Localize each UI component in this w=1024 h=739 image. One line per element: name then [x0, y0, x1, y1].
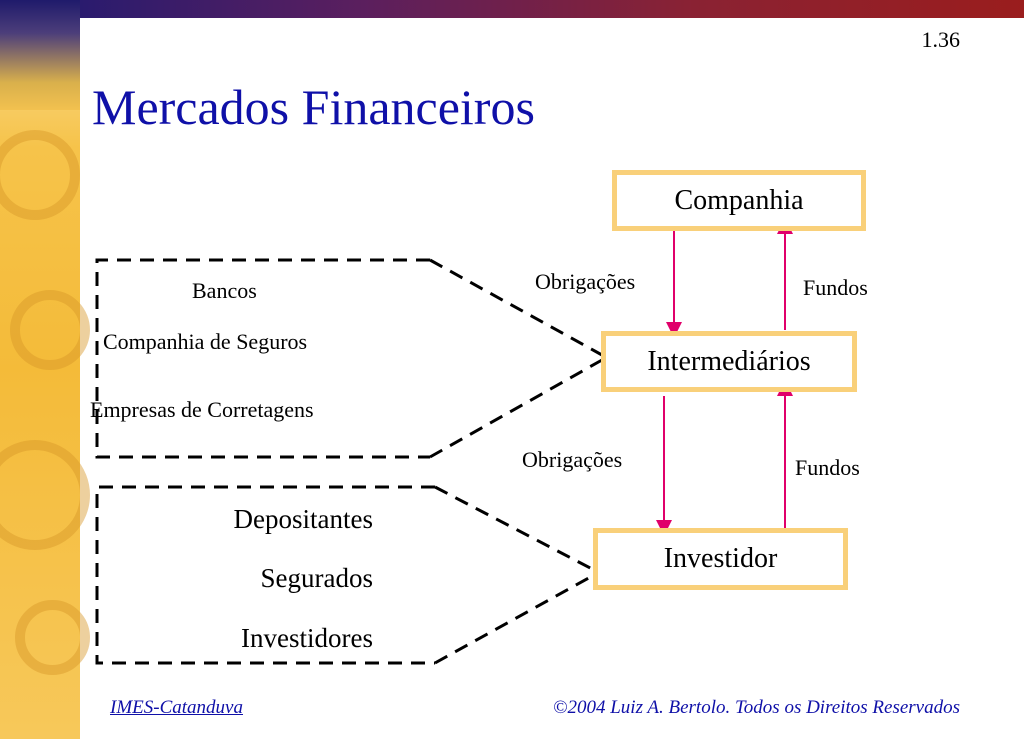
- footer-copyright: ©2004 Luiz A. Bertolo. Todos os Direitos…: [553, 697, 960, 718]
- slide-number: 1.36: [921, 27, 961, 52]
- node-intermediaries: Intermediários: [601, 331, 857, 392]
- node-company: Companhia: [612, 170, 866, 231]
- investors-connector-top: [434, 485, 595, 572]
- node-company-label: Companhia: [674, 184, 804, 216]
- label-obligations-upper: Obrigações: [535, 269, 636, 294]
- node-intermediaries-label: Intermediários: [647, 345, 811, 377]
- intermediary-type-item: Bancos: [192, 278, 257, 303]
- investor-type-item: Investidores: [241, 623, 373, 653]
- gear-icon: [0, 130, 80, 220]
- label-funds-lower: Fundos: [795, 455, 860, 480]
- gear-icon: [10, 290, 90, 370]
- investor-type-item: Segurados: [260, 563, 373, 593]
- side-decoration-top: [0, 0, 80, 110]
- label-obligations-lower: Obrigações: [522, 447, 623, 472]
- intermediaries-connector-bottom: [429, 358, 603, 459]
- node-investor: Investidor: [593, 528, 848, 590]
- investors-group-outline: [95, 485, 435, 665]
- intermediaries-group-outline: [95, 258, 430, 459]
- intermediaries-connector-top: [429, 258, 603, 357]
- label-funds-upper: Fundos: [803, 275, 868, 300]
- investor-type-item: Depositantes: [233, 504, 373, 534]
- intermediary-type-item: Empresas de Corretagens: [90, 397, 314, 422]
- node-investor-label: Investidor: [663, 543, 778, 574]
- top-banner: [80, 0, 1024, 18]
- intermediary-type-item: Companhia de Seguros: [103, 329, 308, 354]
- gear-icon: [0, 440, 90, 550]
- investors-connector-bottom: [434, 573, 595, 665]
- slide-title: Mercados Financeiros: [92, 79, 535, 135]
- gear-icon: [15, 600, 90, 675]
- footer-institution: IMES-Catanduva: [110, 697, 243, 718]
